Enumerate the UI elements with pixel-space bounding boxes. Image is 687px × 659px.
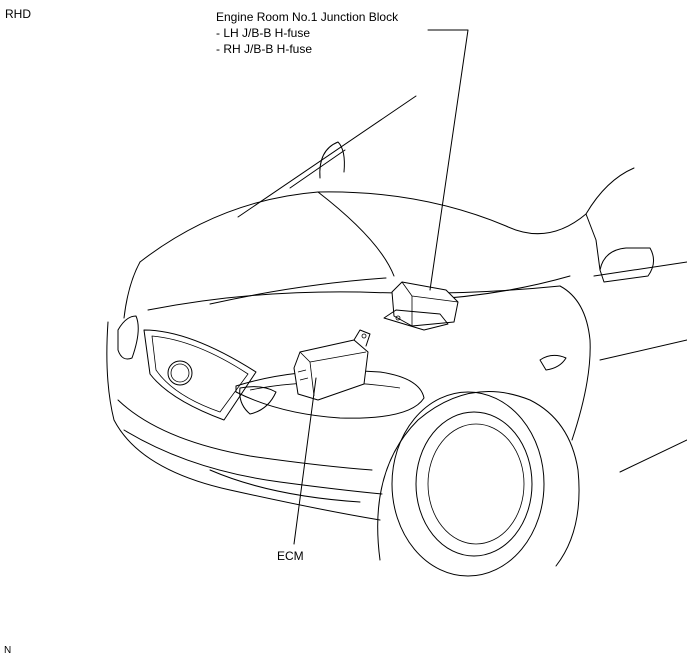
hood-front-corner: [123, 261, 141, 319]
junction-block-bolt: [395, 315, 401, 321]
door-crease: [599, 339, 687, 361]
footer-code: N: [4, 645, 12, 656]
emblem-inner: [170, 363, 190, 383]
bumper-intake-line: [123, 429, 383, 495]
hood-front-edge: [147, 285, 561, 311]
windshield-pillar-line: [237, 95, 417, 218]
junction-block-unit: [391, 281, 459, 327]
hood-crease-left: [209, 277, 387, 305]
junction-block-item-rh: - RH J/B-B H-fuse: [216, 42, 313, 56]
wheel-arch: [377, 391, 580, 567]
side-mirror: [319, 141, 345, 179]
ecm-label: ECM: [277, 549, 304, 563]
ecm-connector: [297, 369, 309, 381]
hood-centre-line: [317, 191, 395, 277]
junction-block-bracket: [383, 309, 449, 331]
bumper-outline: [106, 321, 381, 521]
front-fender-edge: [559, 285, 591, 441]
grille-inner: [151, 335, 249, 413]
bumper-lower-line: [117, 399, 373, 471]
hood-rear-edge: [139, 191, 587, 263]
ecm-leader-line: [293, 377, 317, 545]
tire-inner: [415, 411, 533, 557]
junction-block-leader-line: [427, 29, 469, 291]
fender-badge: [539, 354, 567, 371]
ecm-bolt: [361, 333, 367, 339]
windshield-inner-line: [289, 149, 346, 189]
fog-lamp: [239, 386, 277, 415]
junction-block-title: Engine Room No.1 Junction Block: [216, 10, 399, 24]
ecm-front-edge: [309, 361, 315, 397]
grille: [143, 329, 257, 421]
bumper-bottom-line: [209, 469, 361, 503]
cowl-line: [585, 167, 635, 215]
wheel-rim: [427, 423, 525, 545]
door-belt-line: [593, 261, 687, 277]
headlamp-left: [117, 315, 139, 360]
junction-block-item-lh: - LH J/B-B H-fuse: [216, 26, 311, 40]
side-marker-lamp: [599, 247, 654, 283]
a-pillar-base: [585, 213, 601, 271]
tire-outer: [391, 391, 545, 577]
rhd-label: RHD: [5, 7, 31, 21]
ecm-bracket: [353, 329, 371, 347]
emblem: [167, 360, 193, 386]
rocker-line: [619, 439, 687, 473]
